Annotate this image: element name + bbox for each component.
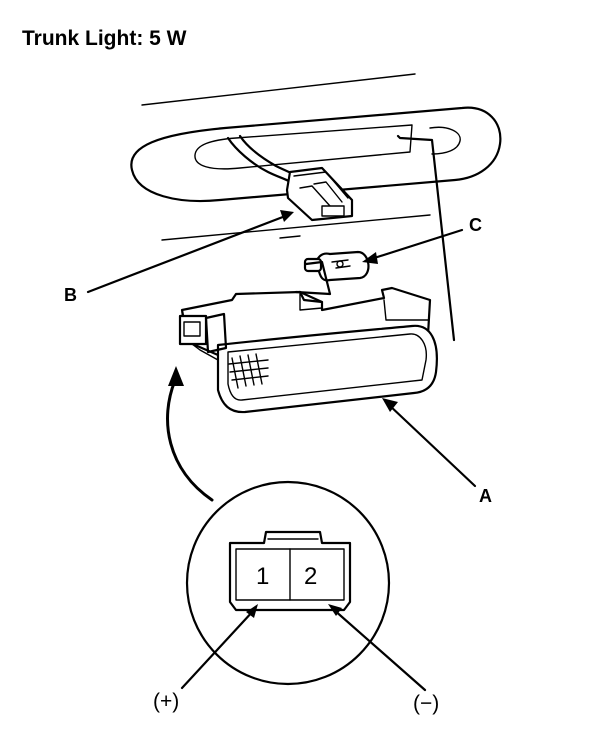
negative-terminal-label: (−) [413,692,439,715]
bulb-c [303,250,370,282]
installation-guide-lines [294,134,456,342]
connector-pointer-arrow [166,366,214,502]
callout-leader-b [86,210,294,294]
diagram-title: Trunk Light: 5 W [22,27,187,50]
positive-leader [180,604,258,690]
negative-leader [328,604,427,692]
connector-pin-1: 1 [256,563,269,590]
callout-leader-a [382,398,477,488]
callout-label-a: A [479,486,492,506]
harness-connector-b [285,166,354,222]
connector-detail-view [185,480,391,686]
callout-label-b: B [64,285,77,305]
trunk-light-housing-a [178,286,438,414]
trunk-lid-panel [130,73,502,241]
callout-label-c: C [469,215,482,235]
positive-terminal-label: (+) [153,690,179,713]
connector-pin-2: 2 [304,563,317,590]
callout-leader-c [362,228,464,264]
